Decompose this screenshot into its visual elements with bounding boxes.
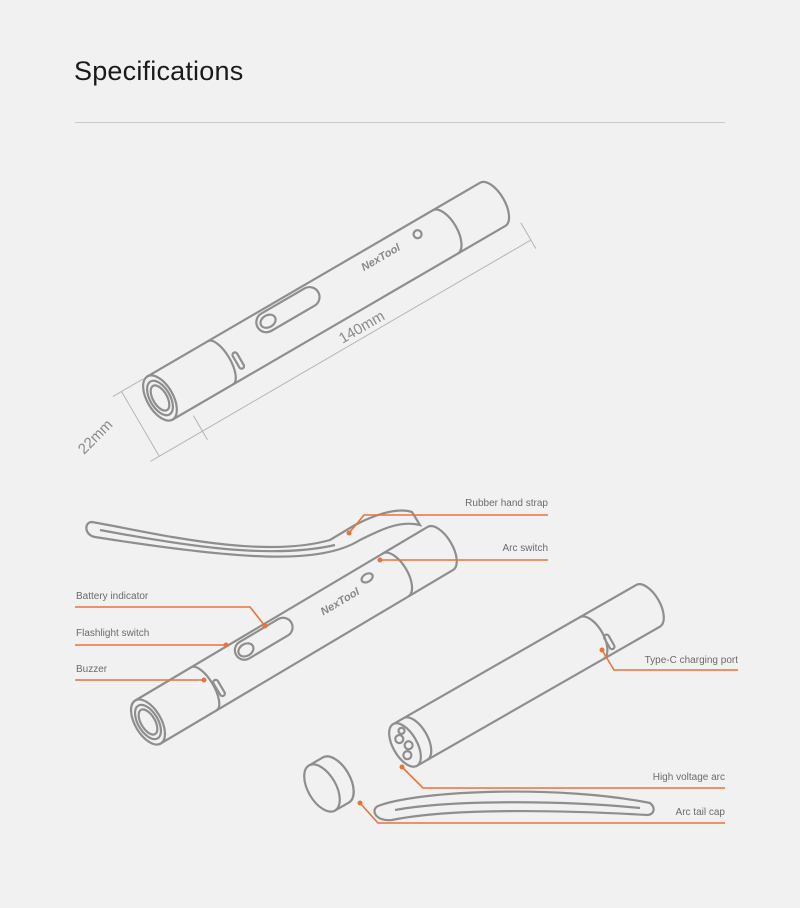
arc-tail-cap xyxy=(303,755,355,813)
svg-text:Arc tail cap: Arc tail cap xyxy=(676,807,726,818)
diameter-dimension: 22mm xyxy=(75,416,116,457)
svg-text:Rubber hand strap: Rubber hand strap xyxy=(465,498,548,509)
callout-flashlight-switch: Flashlight switch xyxy=(75,628,229,648)
svg-text:Buzzer: Buzzer xyxy=(76,664,108,675)
divider xyxy=(75,122,725,123)
callout-arc-switch: Arc switch xyxy=(377,543,548,563)
arc-strap xyxy=(373,790,655,822)
svg-text:Battery indicator: Battery indicator xyxy=(76,591,149,602)
callout-arc-tail-cap: Arc tail cap xyxy=(357,800,726,824)
svg-text:Arc switch: Arc switch xyxy=(502,543,548,554)
callout-high-voltage-arc: High voltage arc xyxy=(399,764,725,789)
callout-buzzer: Buzzer xyxy=(75,664,207,683)
svg-text:High voltage arc: High voltage arc xyxy=(653,772,725,783)
callout-type-c-port: Type-C charging port xyxy=(599,647,739,671)
flashlight-dimension-view: NexTool 140mm 22mm xyxy=(75,180,537,462)
svg-text:Flashlight switch: Flashlight switch xyxy=(76,628,149,639)
callout-battery-indicator: Battery indicator xyxy=(75,591,268,629)
flashlight-opened-view xyxy=(303,583,665,822)
callout-rubber-hand-strap: Rubber hand strap xyxy=(346,498,548,536)
flashlight-feature-view: NexTool xyxy=(85,509,458,746)
svg-text:Type-C charging port: Type-C charging port xyxy=(645,655,739,666)
rubber-hand-strap xyxy=(85,509,423,558)
page-title: Specifications xyxy=(74,56,244,86)
